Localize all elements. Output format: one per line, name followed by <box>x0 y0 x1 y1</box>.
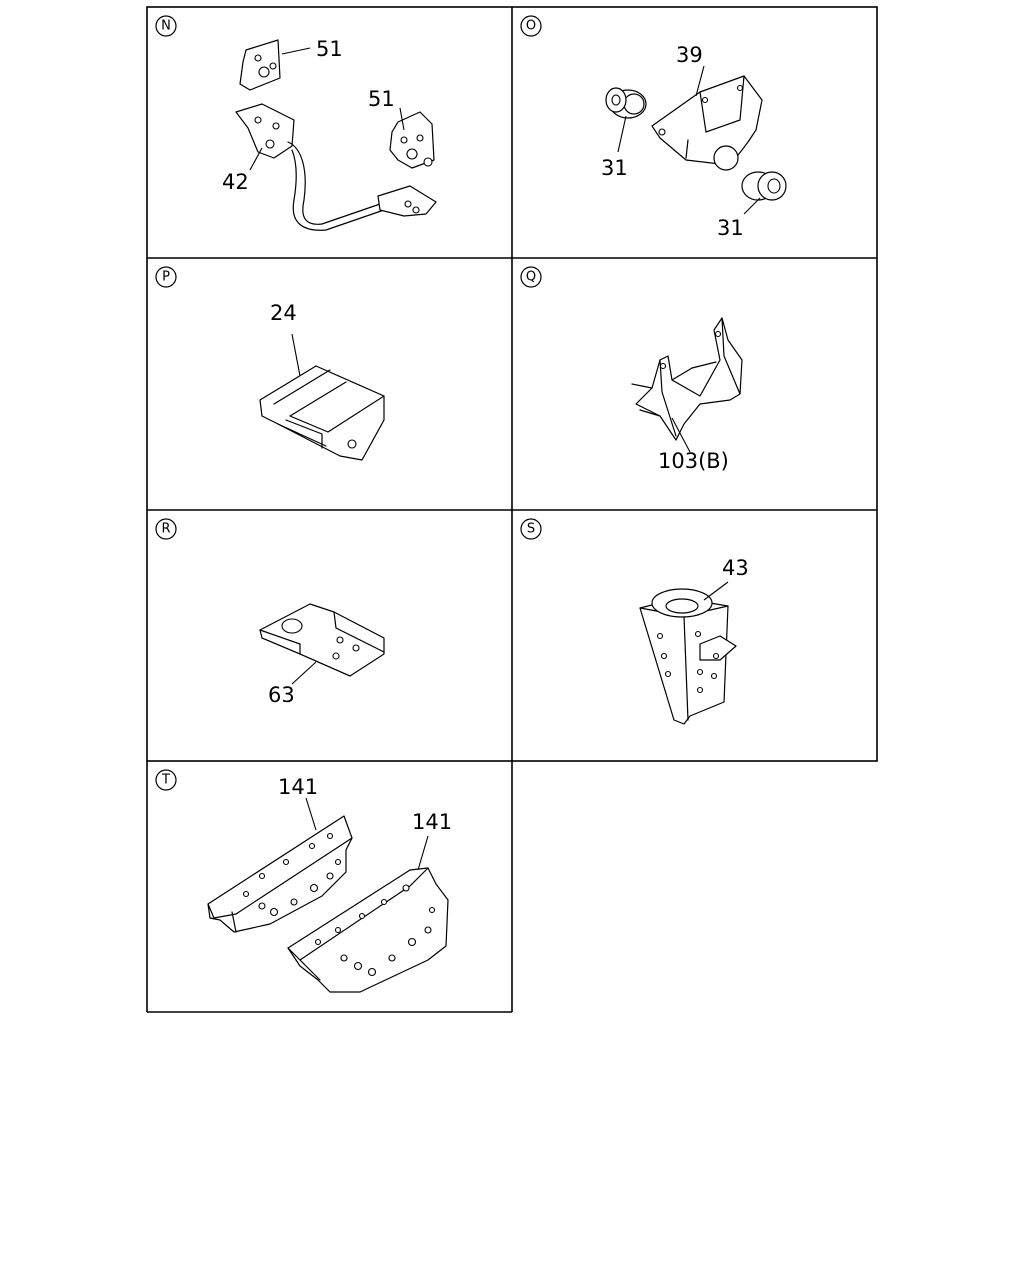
callout-141-lower: 141 <box>412 810 452 834</box>
bracket-51-top <box>239 39 281 91</box>
callout-141-upper: 141 <box>278 775 318 799</box>
svg-text:S: S <box>527 522 535 537</box>
bracket-51-right <box>389 111 435 169</box>
bracket-141-lower <box>287 867 449 993</box>
callout-51-right: 51 <box>368 87 395 111</box>
crossmember-24 <box>259 365 385 461</box>
svg-text:P: P <box>162 270 170 285</box>
hanger-39 <box>651 75 763 165</box>
panel-t-letter: T <box>155 769 177 791</box>
panel-n-letter: N <box>155 15 177 37</box>
panel-o-letter: O <box>520 15 542 37</box>
bracket-42-tube <box>235 103 437 231</box>
panel-s-letter: S <box>520 518 542 540</box>
panel-grid <box>146 6 878 1013</box>
svg-text:O: O <box>526 19 536 34</box>
bracket-103b <box>631 317 743 441</box>
svg-text:R: R <box>161 522 170 537</box>
panel-n: N 51 51 42 <box>155 15 437 231</box>
panel-q-letter: Q <box>520 266 542 288</box>
callout-31-left: 31 <box>601 156 628 180</box>
panel-o: O 39 31 31 <box>520 15 787 240</box>
panel-r: R 63 <box>155 518 385 707</box>
callout-63: 63 <box>268 683 295 707</box>
panel-p: P 24 <box>155 266 385 461</box>
panel-q: Q 103(B) <box>520 266 743 473</box>
svg-text:N: N <box>161 19 171 34</box>
callout-24: 24 <box>270 301 297 325</box>
callout-51-top: 51 <box>316 37 343 61</box>
panel-t: T <box>155 769 452 993</box>
callout-39: 39 <box>676 43 703 67</box>
svg-text:T: T <box>161 773 170 788</box>
svg-text:Q: Q <box>526 270 536 285</box>
plate-63 <box>259 603 385 677</box>
callout-31-right: 31 <box>717 216 744 240</box>
bracket-141-upper <box>207 815 353 933</box>
panel-s: S 43 <box>520 518 749 725</box>
callout-103b: 103(B) <box>658 449 729 473</box>
panel-r-letter: R <box>155 518 177 540</box>
bushing-31-right <box>713 145 787 201</box>
bracket-43 <box>639 588 737 725</box>
callout-43: 43 <box>722 556 749 580</box>
bushing-31-left <box>605 87 647 119</box>
panel-p-letter: P <box>155 266 177 288</box>
callout-42: 42 <box>222 170 249 194</box>
